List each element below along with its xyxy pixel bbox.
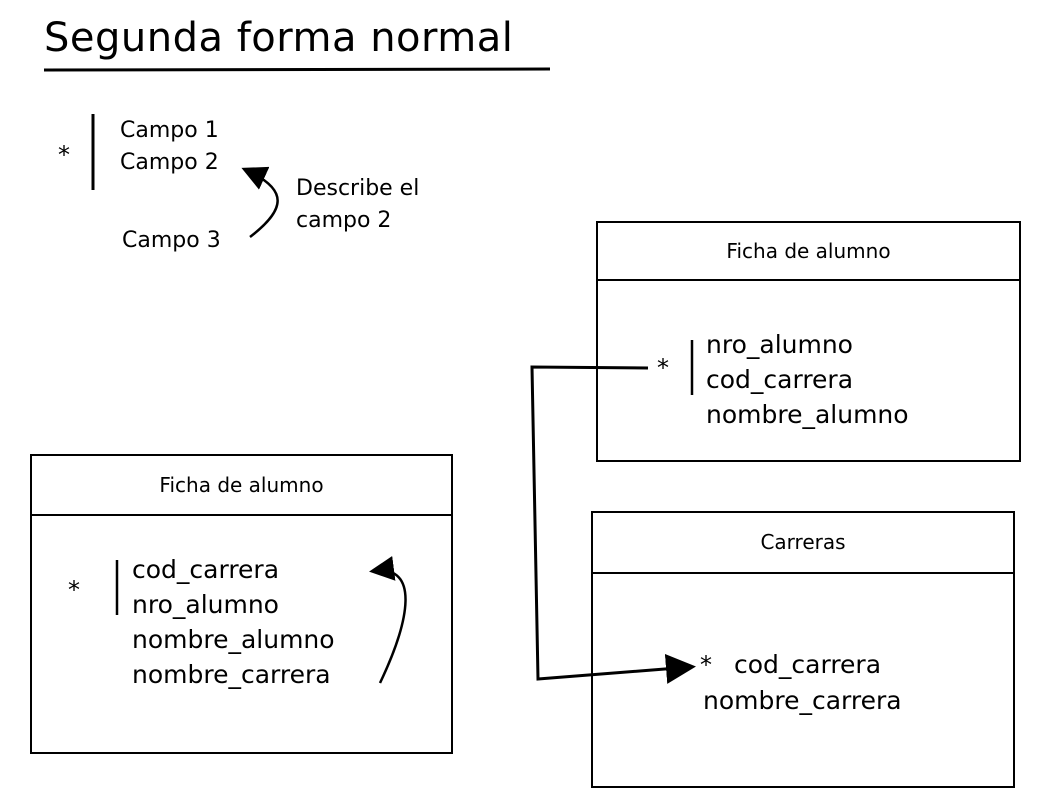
left-field-cod-carrera: cod_carrera [132, 555, 280, 584]
dependency-arrow-left [369, 556, 407, 684]
key-marker-left: * [68, 576, 80, 604]
example-field-2: Campo 2 [120, 150, 219, 175]
tr-field-cod-carrera: cod_carrera [706, 365, 854, 394]
tr-field-nombre-alumno: nombre_alumno [706, 400, 909, 429]
br-field-cod-carrera: cod_carrera [734, 650, 882, 679]
key-marker-top-right: * [657, 354, 669, 382]
left-field-nombre-carrera: nombre_carrera [132, 660, 331, 689]
key-marker-bottom-right: * [700, 651, 712, 679]
dependency-arrow-example [241, 166, 279, 238]
example-note-line-2: campo 2 [296, 208, 392, 233]
table-ficha-alumno: Ficha de alumno [596, 221, 1021, 462]
tr-field-nro-alumno: nro_alumno [706, 330, 853, 359]
example-field-1: Campo 1 [120, 118, 219, 143]
table-ficha-alumno-unnormalized: Ficha de alumno [30, 454, 453, 754]
table-header: Ficha de alumno [32, 456, 451, 516]
table-header: Ficha de alumno [598, 223, 1019, 281]
key-marker-example: * [58, 141, 70, 169]
page-title: Segunda forma normal [44, 15, 514, 61]
example-field-3: Campo 3 [122, 228, 221, 253]
relationship-arrow [530, 365, 696, 684]
example-note-line-1: Describe el [296, 176, 420, 201]
left-field-nombre-alumno: nombre_alumno [132, 625, 335, 654]
table-header: Carreras [593, 513, 1013, 574]
left-field-nro-alumno: nro_alumno [132, 590, 279, 619]
table-carreras: Carreras [591, 511, 1015, 788]
title-underline [43, 67, 551, 72]
br-field-nombre-carrera: nombre_carrera [703, 686, 902, 715]
